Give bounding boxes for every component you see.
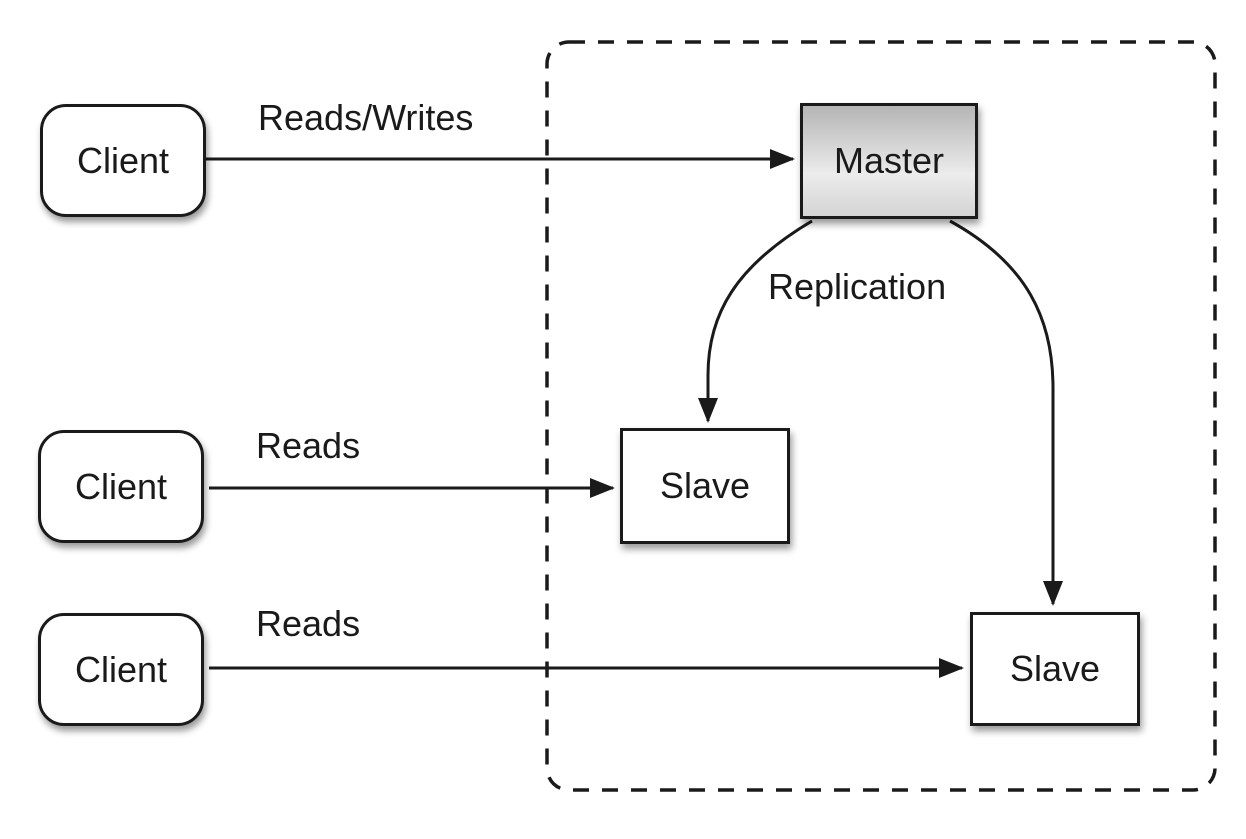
edge-label-replication: Replication [768,266,947,307]
edge-label-reads-middle: Reads [256,425,361,466]
replication-arrow-left [698,219,813,423]
node-client-bottom: Client [38,613,204,726]
replication-arrow-right [949,219,1063,606]
node-slave-left-label: Slave [659,465,751,506]
node-master-label: Master [833,140,945,181]
node-slave-right-label: Slave [1009,648,1101,689]
node-slave-left: Slave [620,428,790,544]
node-slave-right: Slave [970,612,1140,726]
edge-label-reads-bottom: Reads [256,603,361,644]
node-client-middle: Client [38,430,204,543]
cluster-boundary [545,40,1217,792]
edge-label-reads-writes: Reads/Writes [258,97,474,138]
node-client-middle-label: Client [74,465,168,507]
node-client-top: Client [40,104,206,217]
node-master: Master [800,103,978,219]
node-client-top-label: Client [76,139,170,181]
node-client-bottom-label: Client [74,648,168,690]
